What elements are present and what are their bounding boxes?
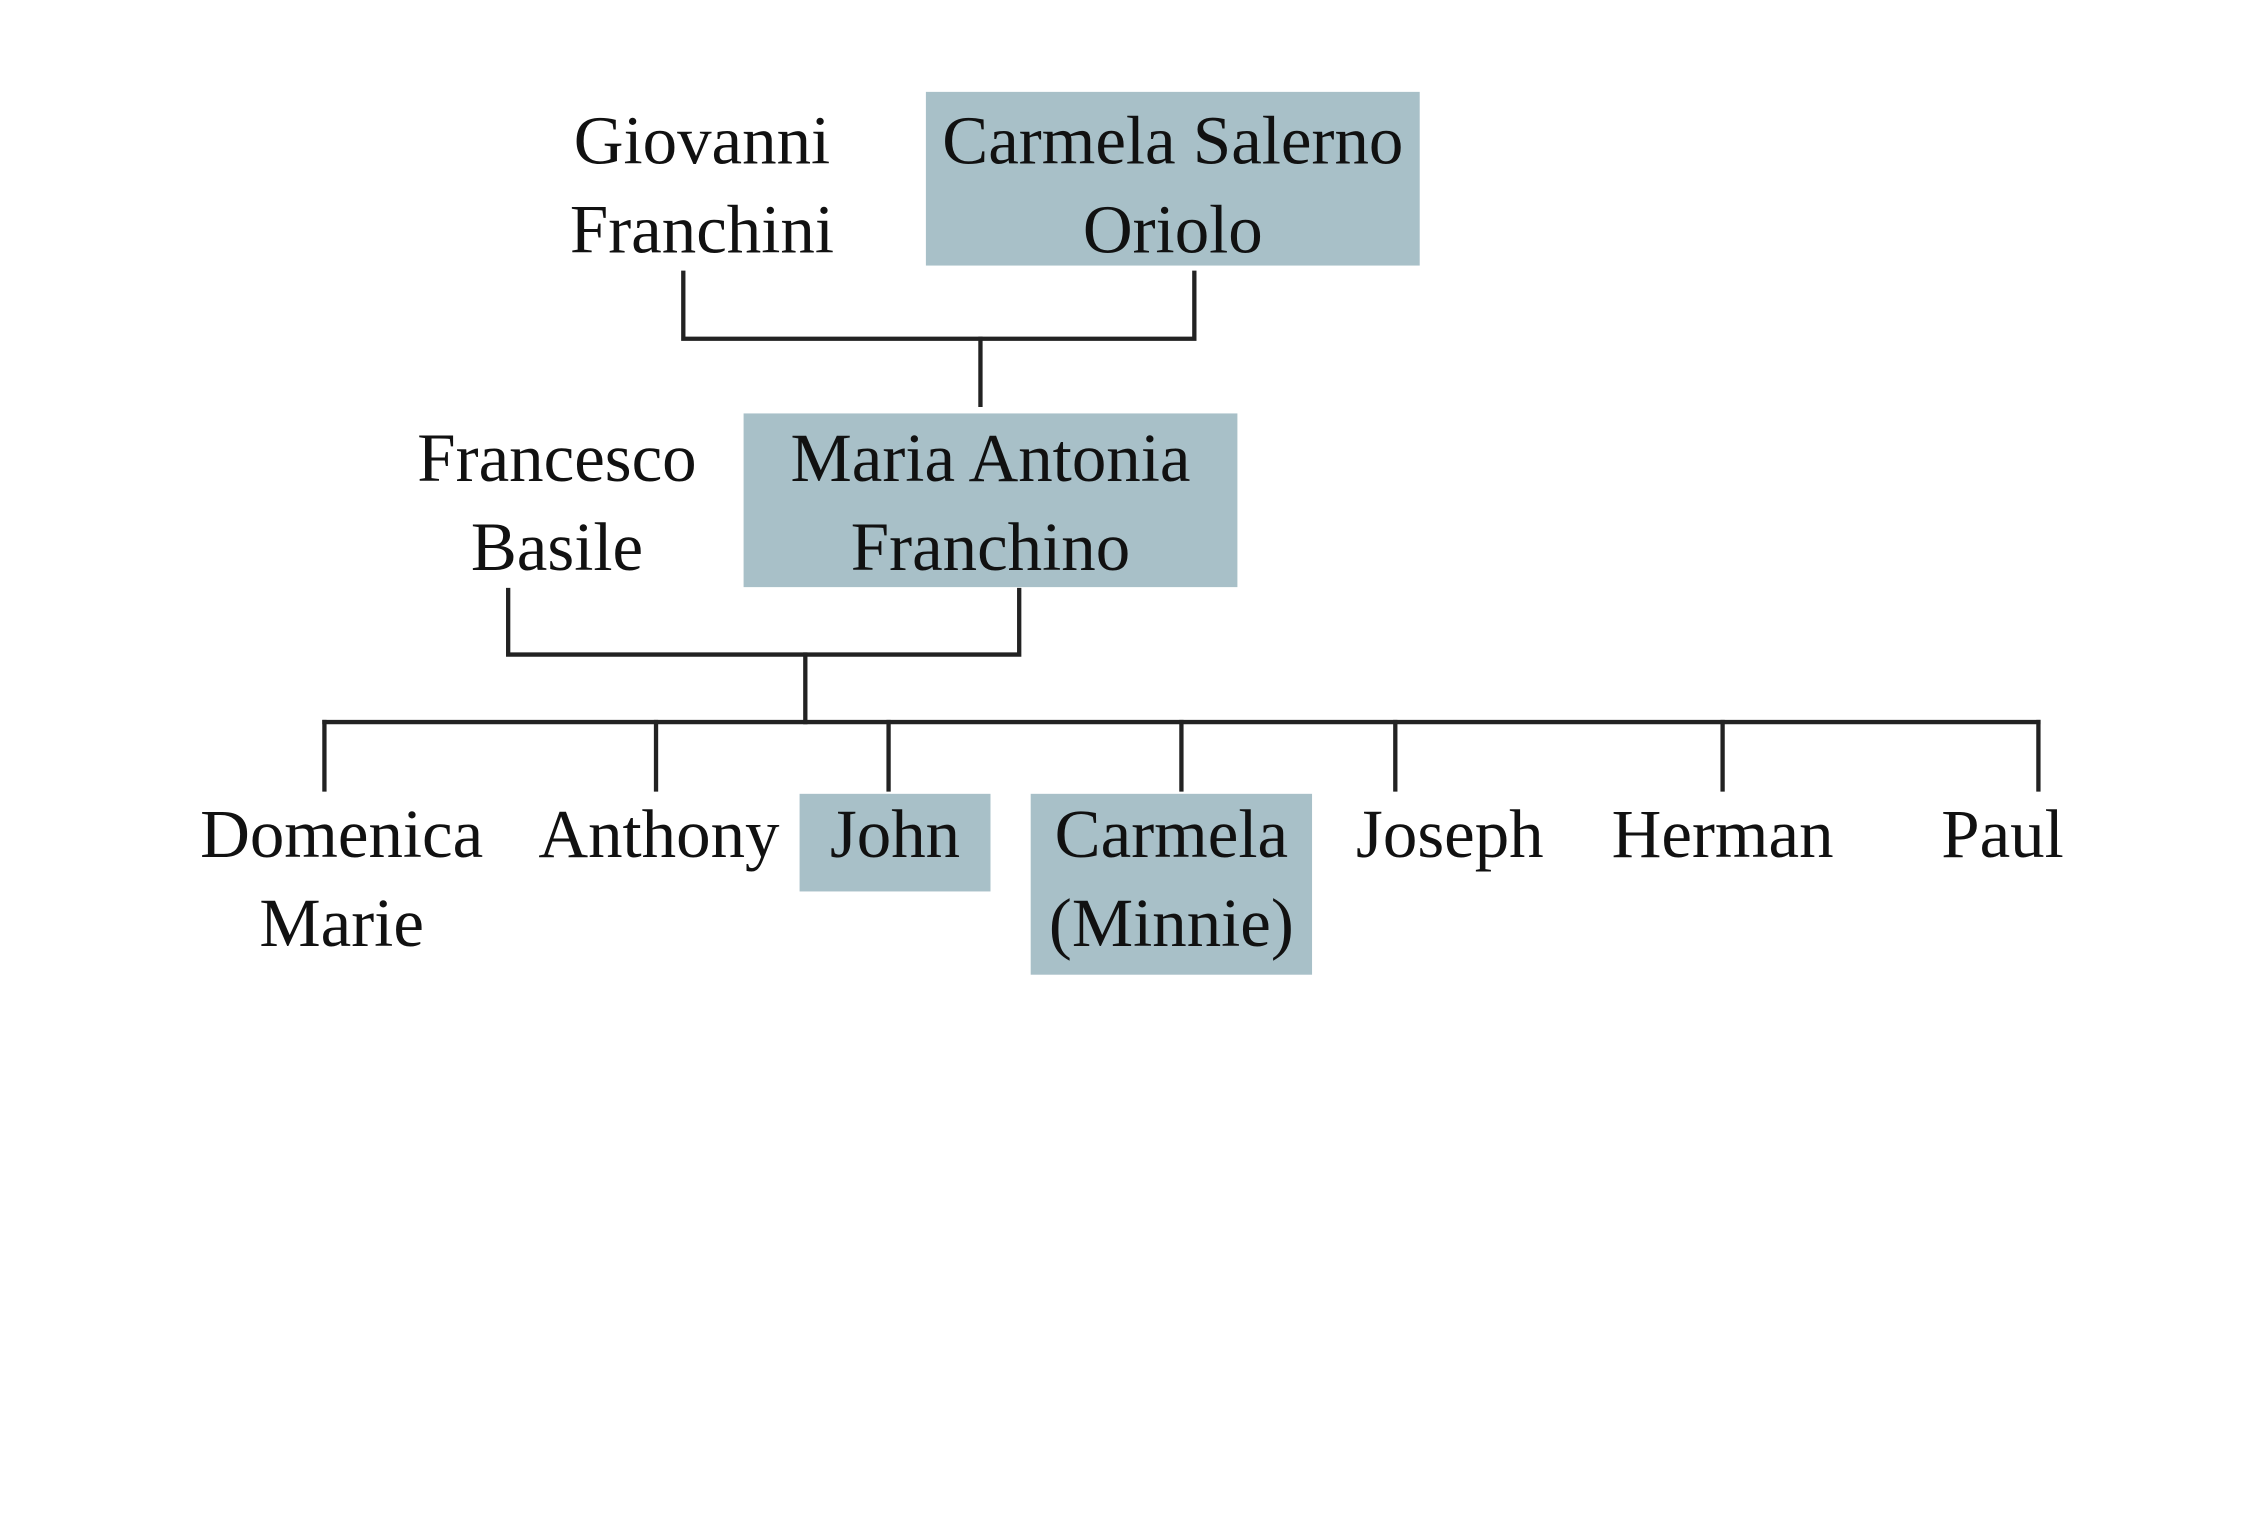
child-name-line2: Marie	[259, 885, 424, 962]
child-anthony: Anthony	[523, 791, 796, 880]
person-name-line2: Franchino	[850, 509, 1131, 586]
connector-lines	[322, 270, 2041, 792]
highlight-carmela-salerno	[925, 91, 1420, 266]
highlight-john	[799, 793, 991, 892]
child-joseph: Joseph	[1321, 791, 1579, 880]
person-carmela-salerno-oriolo: Carmela Salerno Oriolo	[926, 98, 1420, 276]
child-name-line1: Paul	[1941, 796, 2064, 873]
child-name-line2: (Minnie)	[1048, 885, 1294, 962]
person-giovanni-franchini: Giovanni Franchini	[551, 98, 852, 276]
person-francesco-basile: Francesco Basile	[399, 415, 715, 593]
person-name-line2: Franchini	[569, 192, 835, 269]
child-name-line1: Anthony	[538, 796, 780, 873]
child-paul: Paul	[1909, 791, 2096, 880]
child-herman: Herman	[1579, 791, 1866, 880]
person-name-line1: Giovanni	[573, 103, 831, 180]
person-name-line2: Basile	[470, 509, 644, 586]
child-domenica-marie: Domenica Marie	[181, 791, 503, 969]
person-name-line2: Oriolo	[1082, 192, 1263, 269]
person-name-line1: Francesco	[417, 420, 697, 497]
highlight-carmela-minnie	[1030, 793, 1313, 975]
person-name-line1: Maria Antonia	[790, 420, 1191, 497]
person-name-line1: Carmela Salerno	[942, 103, 1404, 180]
child-name-line1: John	[829, 796, 961, 873]
child-carmela-minnie: Carmela (Minnie)	[1031, 791, 1312, 969]
child-name-line1: Joseph	[1356, 796, 1544, 873]
person-maria-antonia-franchino: Maria Antonia Franchino	[744, 415, 1238, 593]
child-name-line1: Herman	[1611, 796, 1834, 873]
connector-gen1-couple	[681, 270, 1197, 341]
highlight-maria-antonia	[743, 413, 1238, 588]
child-name-line1: Carmela	[1054, 796, 1289, 873]
child-name-line1: Domenica	[200, 796, 484, 873]
child-john: John	[800, 791, 991, 880]
connector-gen2-couple	[506, 587, 1022, 657]
